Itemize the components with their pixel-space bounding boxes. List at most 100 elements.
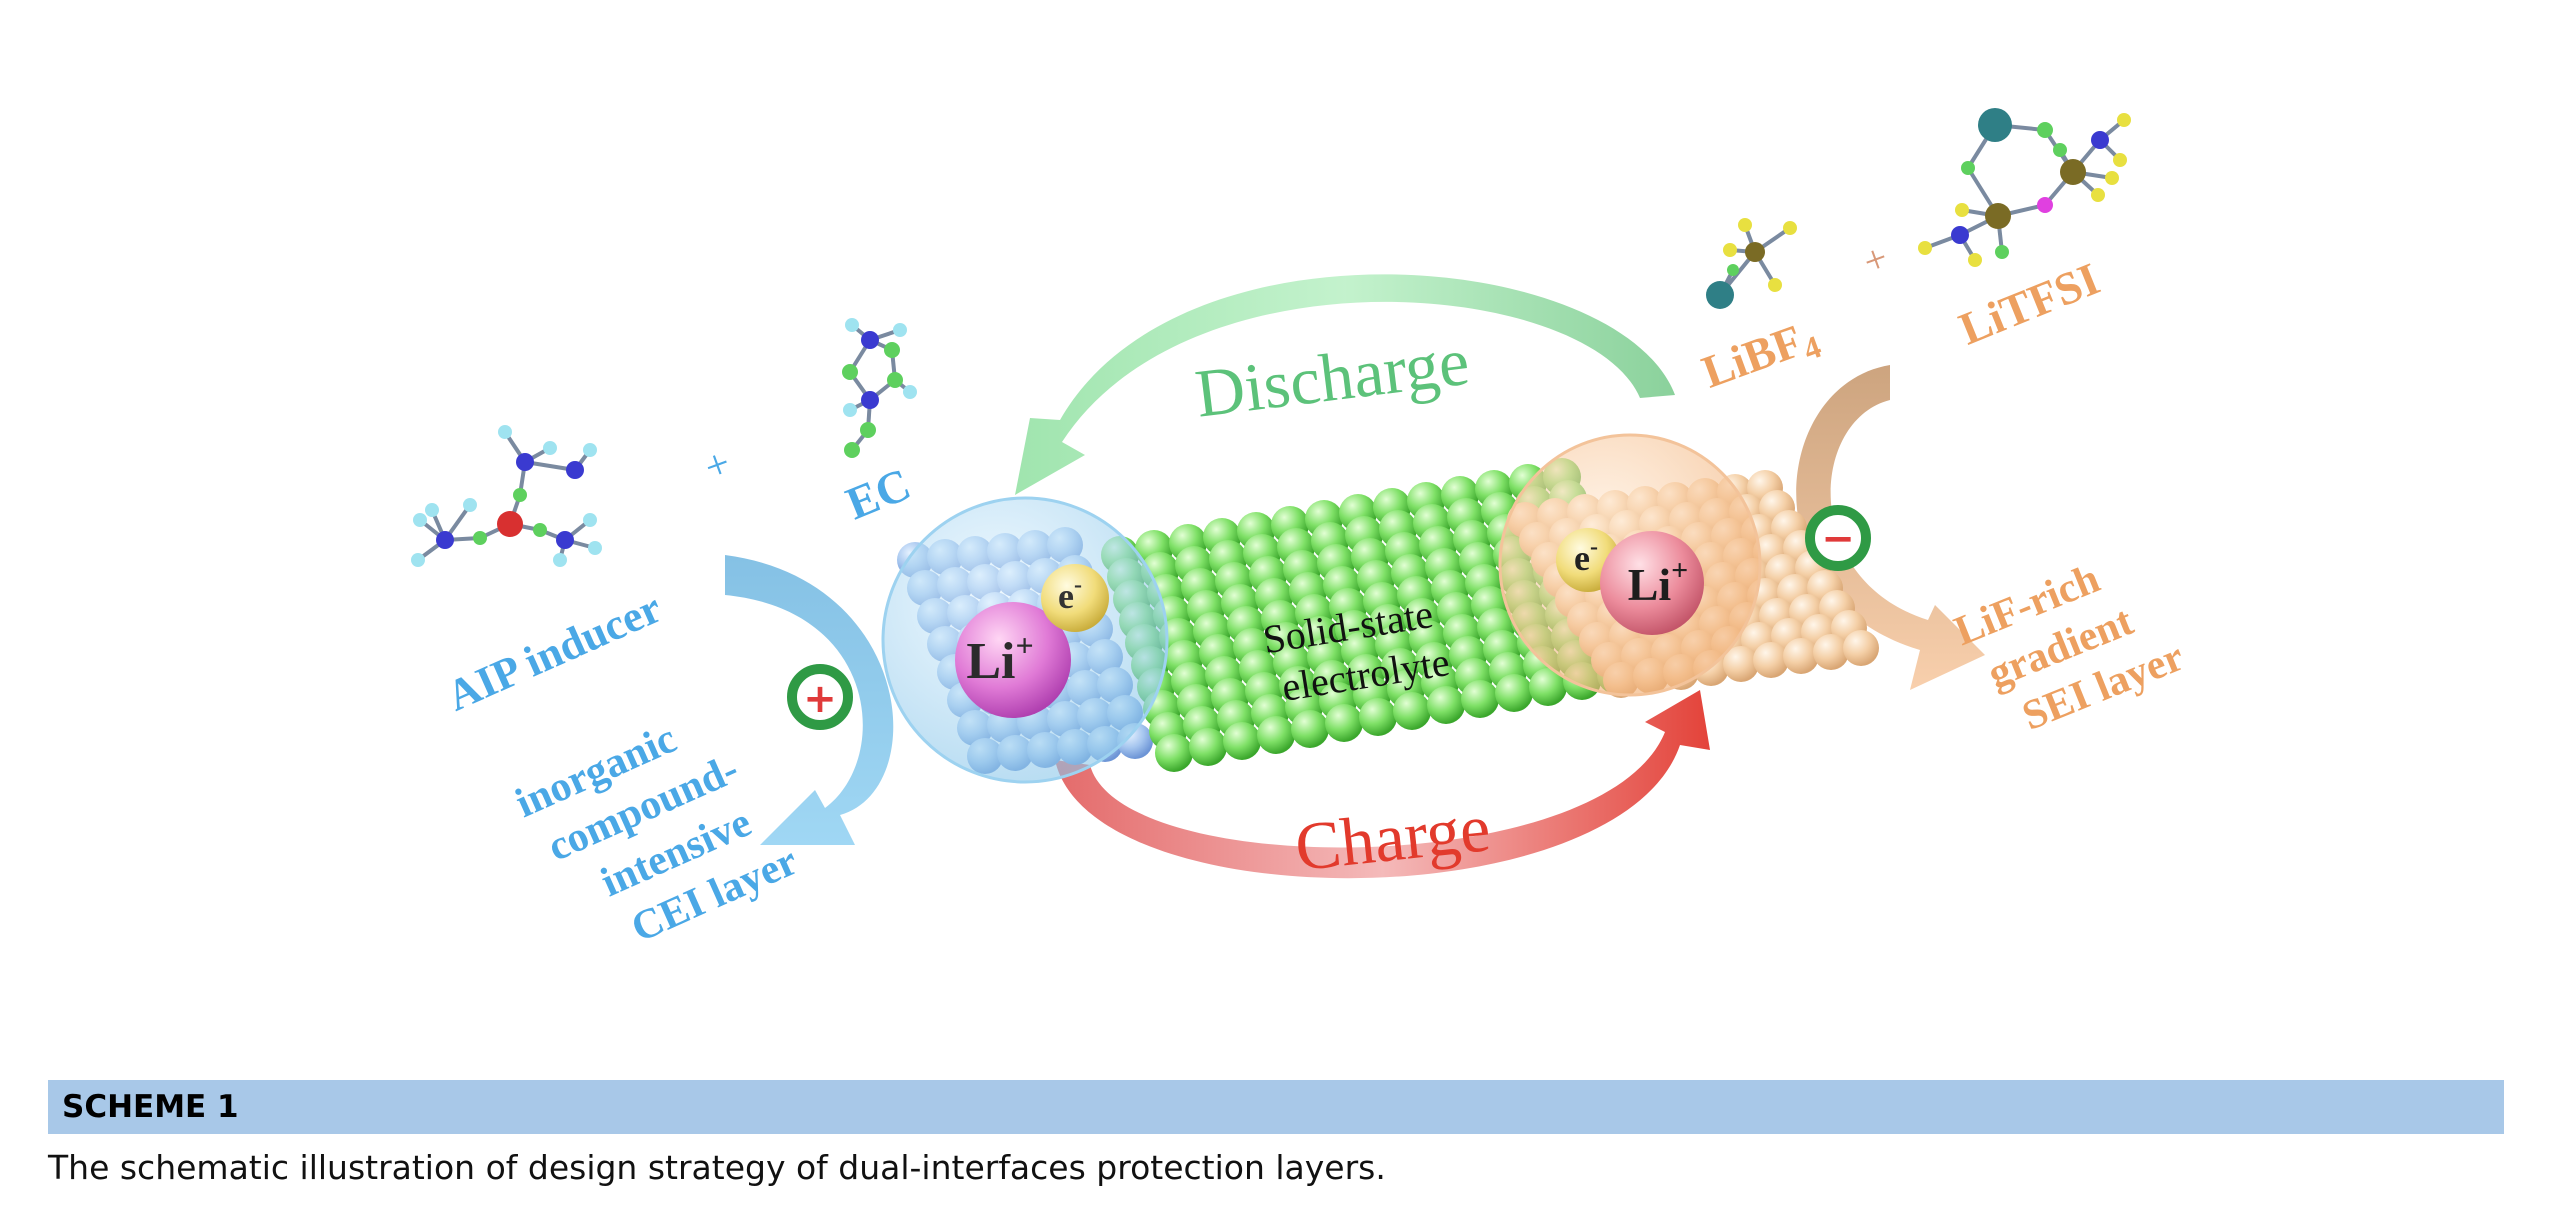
atom [1738,218,1752,232]
anode-ion-bubble: Li+ e- [1498,433,1762,697]
atom [2113,153,2127,167]
atom [498,425,512,439]
atom [1768,278,1782,292]
atom [2053,143,2067,157]
cathode-ion-bubble: Li+ e- [881,496,1169,784]
li-ion-sphere [1600,531,1704,635]
atom [1783,221,1797,235]
aip-molecule [411,425,602,567]
atom [893,323,907,337]
cei-layer-label: inorganic compound- intensive CEI layer [509,716,804,952]
libf4-label: LiBF4 [1695,309,1825,402]
negative-electrode-badge: − [1805,505,1871,571]
electrolyte-sphere [1495,674,1533,712]
scheme-diagram: Li+ e- Li+ e- Solid-state electrolyte Di… [411,108,2190,952]
atom [903,385,917,399]
atom [887,372,903,388]
minus-icon: − [1821,516,1855,562]
atom [1995,245,2009,259]
atom [2091,188,2105,202]
anode-sphere [1783,638,1819,674]
litfsi-label: LiTFSI [1952,253,2106,355]
li-ion-sphere [955,602,1071,718]
atom [1951,226,1969,244]
atom [463,498,477,512]
atom [411,553,425,567]
atom [843,403,857,417]
atom [2105,171,2119,185]
electrolyte-sphere [1291,710,1329,748]
atom [1706,281,1734,309]
scheme-label: SCHEME 1 [62,1089,239,1125]
cathode-flow-arrow [725,555,894,845]
electrolyte-sphere [1325,704,1363,742]
plus-icon: + [803,676,837,722]
scheme-label-bar: SCHEME 1 [48,1080,2504,1134]
figure-caption: The schematic illustration of design str… [48,1148,1386,1187]
electron-label: e [1058,576,1074,616]
atom [516,453,534,471]
anode-sphere [1813,634,1849,670]
atom [1961,161,1975,175]
positive-electrode-badge: + [787,664,853,730]
atom [842,364,858,380]
atom [533,523,547,537]
svg-text:e-: e- [1574,534,1598,578]
ec-molecule [842,318,917,458]
atom [543,441,557,455]
anode-sphere [1843,630,1879,666]
atom [2117,113,2131,127]
ec-label: EC [839,458,917,529]
atom [860,422,876,438]
atom [436,531,454,549]
atom [588,541,602,555]
plus-sign: + [1857,234,1894,284]
svg-text:Li+: Li+ [966,627,1033,690]
electrolyte-sphere [1461,680,1499,718]
atom [861,391,879,409]
atom [1968,253,1982,267]
electrolyte-sphere [1223,722,1261,760]
svg-text:Li+: Li+ [1628,554,1689,610]
li-ion-label: Li [966,633,1015,690]
atom [553,553,567,567]
atom [884,342,900,358]
sei-layer-label: LiF-rich gradient SEI layer [1948,556,2190,740]
atom [845,318,859,332]
atom [583,443,597,457]
aip-inducer-label: AIP inducer [440,583,669,721]
charge-arrow [1055,690,1710,879]
atom [844,442,860,458]
litfsi-molecule [1918,108,2131,267]
atom [2037,197,2053,213]
discharge-arrow [1015,274,1675,495]
libf4-molecule [1706,218,1797,309]
atom [2037,122,2053,138]
atom [413,513,427,527]
atom [1978,108,2012,142]
atom [566,461,584,479]
electrolyte-sphere [1155,734,1193,772]
electrolyte-sphere [1189,728,1227,766]
atom [861,331,879,349]
anode-flow-arrow [1796,365,1985,690]
electrolyte-sphere [1529,668,1567,706]
discharge-label: Discharge [1191,323,1473,432]
atom [1727,264,1739,276]
atom [2060,159,2086,185]
atom [497,511,523,537]
electron-sphere [1041,564,1109,632]
electrolyte-sphere [1257,716,1295,754]
atom [1745,242,1765,262]
electrolyte-sphere [1393,692,1431,730]
atom [1723,243,1737,257]
svg-text:e-: e- [1058,572,1082,616]
anode-sphere [1723,646,1759,682]
atom [1918,241,1932,255]
charge-label: Charge [1292,789,1494,885]
anode-sphere [1753,642,1789,678]
atom [513,488,527,502]
atom [1985,203,2011,229]
atom [1955,203,1969,217]
electron-label: e [1574,538,1590,578]
